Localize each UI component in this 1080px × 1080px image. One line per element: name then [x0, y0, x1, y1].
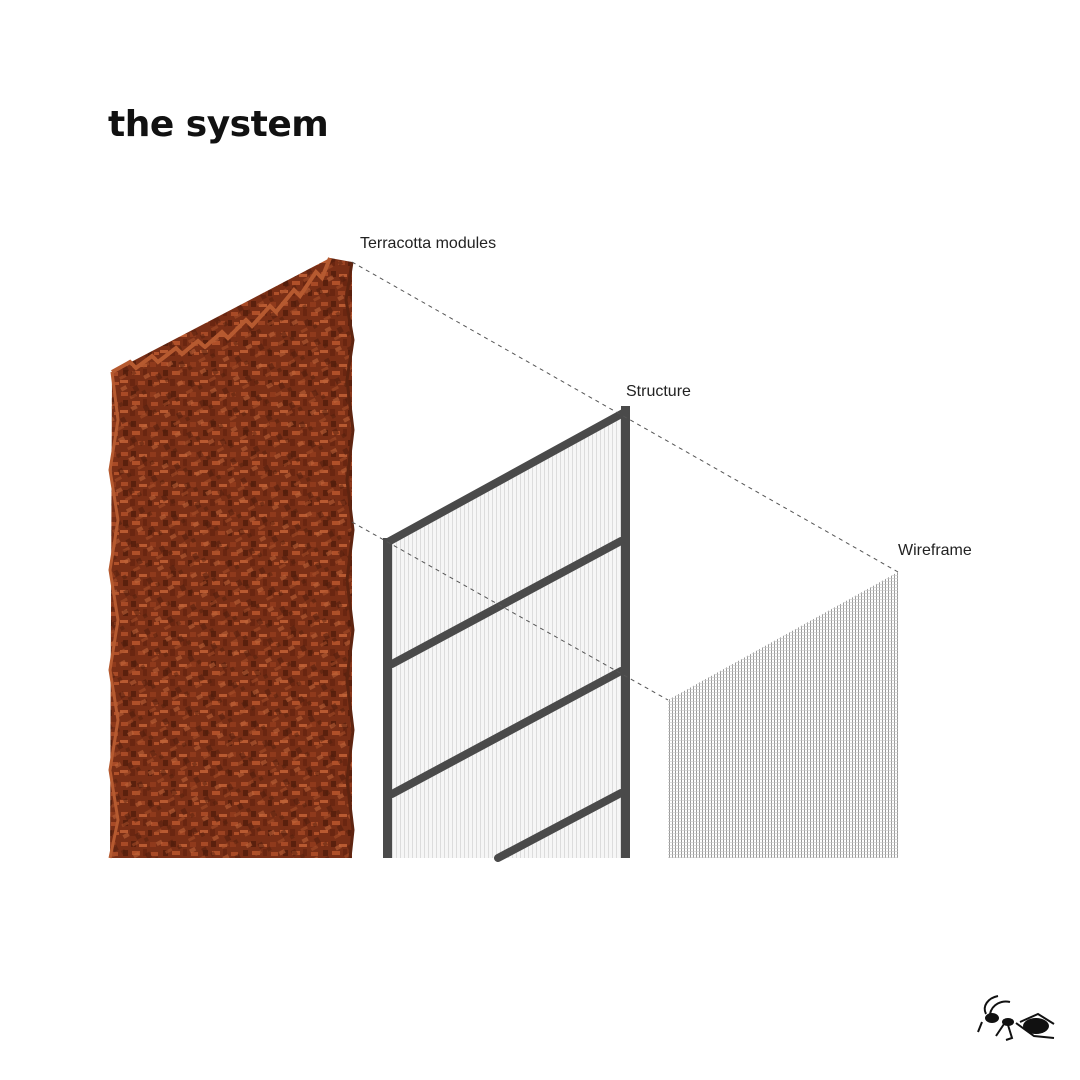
structure-infill: [386, 410, 628, 858]
structure-label: Structure: [626, 383, 691, 400]
terracotta-left-edge: [108, 371, 120, 859]
structure-frame: [383, 406, 630, 862]
ant-icon: [977, 995, 1055, 1041]
terracotta-modules-label: Terracotta modules: [360, 235, 497, 252]
terracotta-right-edge: [344, 261, 355, 859]
page-title: the system: [108, 104, 329, 145]
leader-lines: [351, 261, 899, 701]
wireframe-panel: [668, 572, 898, 858]
wireframe-label: Wireframe: [898, 542, 972, 559]
structure-posts: [383, 406, 630, 858]
wireframe-mesh: [668, 572, 898, 858]
structure-beams: [384, 408, 629, 862]
terracotta-panel-texture: [110, 258, 352, 858]
terracotta-jagged-edge: [111, 257, 332, 374]
terracotta-panel: [108, 257, 355, 859]
leader-line-top: [351, 261, 899, 573]
